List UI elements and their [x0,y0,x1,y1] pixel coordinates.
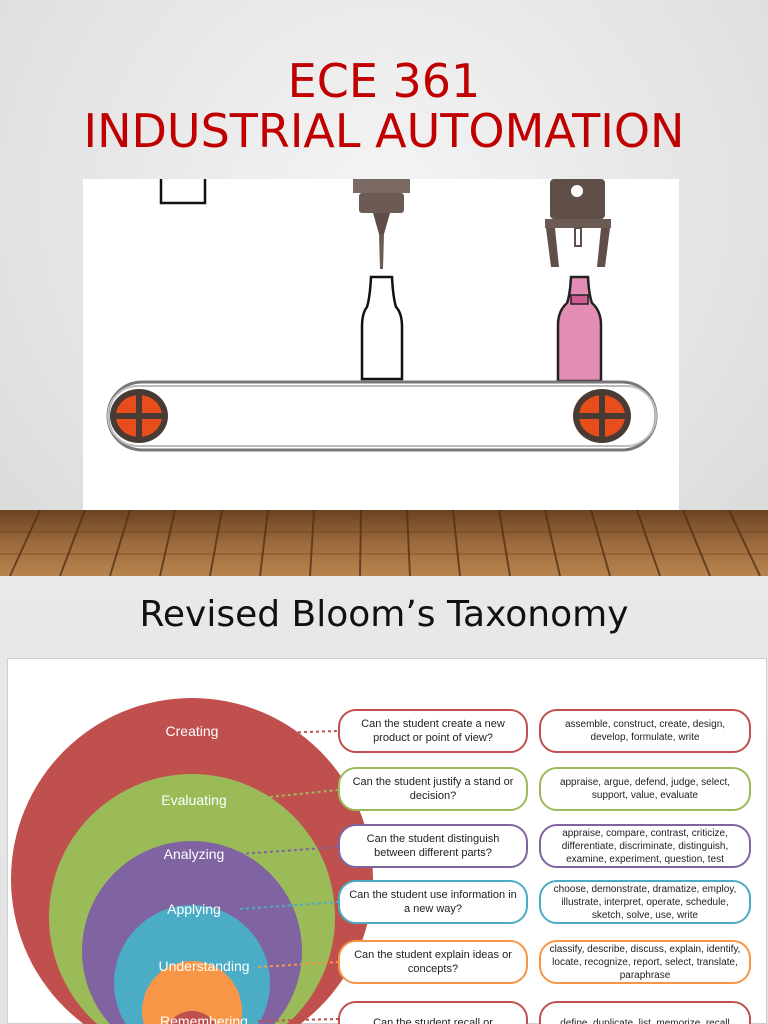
bloom-rings [11,698,373,1024]
right-roller-icon [573,389,631,443]
conveyor-graphic [106,179,658,452]
question-evaluating: Can the student justify a stand or decis… [338,767,528,811]
course-code: ECE 361 [287,54,481,108]
course-name: INDUSTRIAL AUTOMATION [83,104,685,158]
verbs-understanding: classify, describe, discuss, explain, id… [539,940,751,984]
level-label-analyzing: Analyzing [163,846,225,862]
verbs-remembering: define, duplicate, list, memorize, recal… [539,1001,751,1024]
left-roller-icon [110,389,168,443]
filled-bottle-icon [556,275,603,383]
filling-nozzle-icon [353,179,410,269]
question-analyzing: Can the student distinguish between diff… [338,824,528,868]
verbs-analyzing: appraise, compare, contrast, criticize, … [539,824,751,868]
verbs-evaluating: appraise, argue, defend, judge, select, … [539,767,751,811]
conveyor-belt [106,380,658,452]
level-label-remembering: Remembering [160,1013,248,1024]
partial-bottle-icon [159,179,207,205]
ring-remembering [168,1011,216,1024]
empty-bottle-icon [360,275,404,381]
level-label-understanding: Understanding [158,958,250,974]
conveyor-illustration [83,179,679,510]
level-label-evaluating: Evaluating [161,792,227,808]
slide-title: ECE 361 INDUSTRIAL AUTOMATION [0,0,768,576]
verbs-creating: assemble, construct, create, design, dev… [539,709,751,753]
slide-title-heading: ECE 361 INDUSTRIAL AUTOMATION [0,56,768,156]
level-label-applying: Applying [167,901,221,917]
verbs-applying: choose, demonstrate, dramatize, employ, … [539,880,751,924]
level-label-creating: Creating [165,723,219,739]
slide-blooms-taxonomy: Revised Bloom’s Taxonomy Creating Evalua… [0,578,768,1024]
question-remembering: Can the student recall or [338,1001,528,1024]
ring-understanding [142,961,242,1024]
bloom-diagram: Creating Evaluating Analyzing Applying U… [7,658,767,1024]
question-creating: Can the student create a new product or … [338,709,528,753]
wooden-floor [0,509,768,576]
question-applying: Can the student use information in a new… [338,880,528,924]
gripper-icon [545,179,611,267]
question-understanding: Can the student explain ideas or concept… [338,940,528,984]
slide2-heading: Revised Bloom’s Taxonomy [139,594,629,635]
